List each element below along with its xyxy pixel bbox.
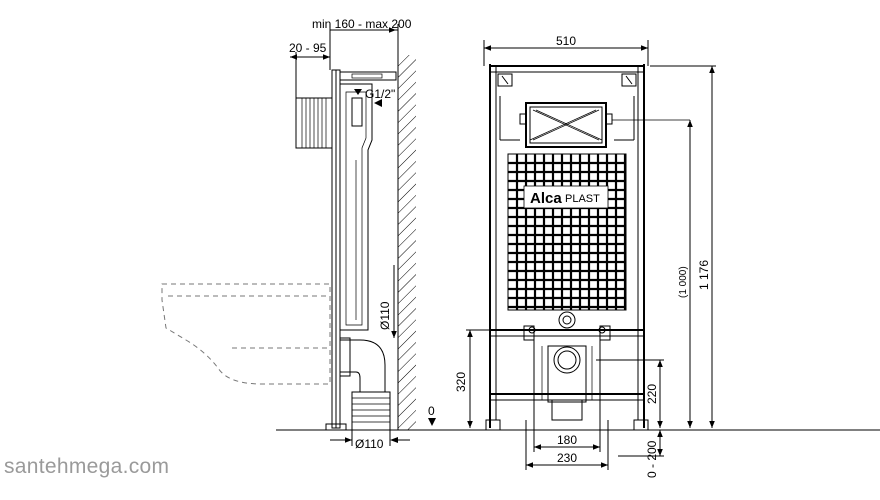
wc-bowl-outline <box>161 283 331 385</box>
dim-flush-height: (1 000) <box>678 266 689 298</box>
dim-zero: 0 <box>428 404 435 418</box>
dim-span-180: 180 <box>557 433 577 447</box>
waste-pipe-front <box>547 345 587 403</box>
side-top-bracket <box>339 71 397 81</box>
dim-leg-range: 0 - 200 <box>645 440 659 478</box>
dim-min-max: min 160 - max 200 <box>312 17 412 31</box>
watermark: santehmega.com <box>4 455 170 478</box>
waste-pipe-bottom <box>351 391 391 431</box>
flush-plate-front <box>525 102 607 148</box>
dim-adjust-range: 20 - 95 <box>289 41 327 55</box>
dim-frame-width: 510 <box>556 34 576 48</box>
brand-name-bold: Alca <box>530 190 562 207</box>
cistern-side <box>339 83 373 331</box>
dim-height-220: 220 <box>645 384 659 404</box>
cistern-grid-lines <box>508 154 627 310</box>
dim-pipe-vertical: Ø110 <box>378 301 392 330</box>
foot-right <box>633 419 649 431</box>
side-view: min 160 - max 200 20 - 95 G1/2" Ø110 Ø11… <box>161 17 880 451</box>
dim-span-230: 230 <box>557 451 577 465</box>
brand-name-light: PLAST <box>565 193 600 205</box>
brand-label-box <box>523 185 609 209</box>
dim-pipe-bottom: Ø110 <box>355 437 384 451</box>
waste-elbow <box>340 339 386 392</box>
front-view: Alca PLAST 510 1 176 <box>454 34 716 478</box>
dim-thread: G1/2" <box>365 87 395 101</box>
foot-left <box>485 419 501 431</box>
dim-height-320: 320 <box>454 372 468 392</box>
wall-hatch <box>398 55 416 430</box>
dim-frame-height: 1 176 <box>697 260 711 290</box>
